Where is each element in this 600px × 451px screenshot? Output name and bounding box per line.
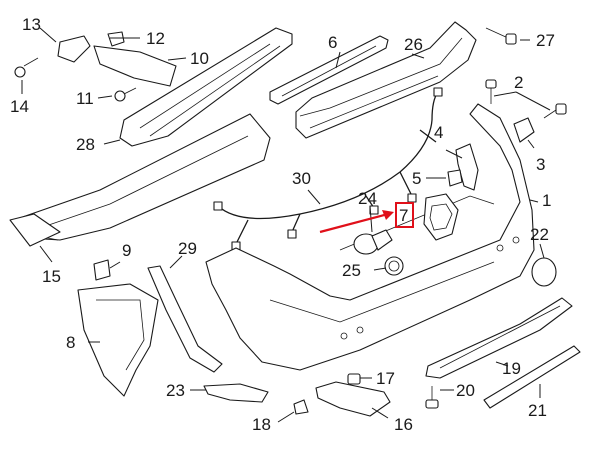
callout-15: 15 (42, 267, 61, 286)
callout-19: 19 (502, 359, 521, 378)
part-18-clip (293, 399, 309, 415)
callout-23: 23 (166, 381, 185, 400)
callout-14: 14 (10, 97, 29, 116)
callout-11: 11 (76, 89, 94, 108)
part-6-bracket-strip (269, 35, 389, 105)
part-1-bumper-cover (205, 103, 535, 371)
callout-22: 22 (530, 225, 549, 244)
part-7-sensor-bezel (423, 193, 459, 241)
part-9-clip (93, 259, 111, 281)
part-8-side-bracket (77, 283, 159, 397)
callout-4: 4 (434, 123, 443, 142)
callout-28: 28 (76, 135, 95, 154)
callout-30: 30 (292, 169, 311, 188)
part-23-reflector (203, 383, 269, 403)
callout-7: 7 (399, 206, 408, 225)
callout-8: 8 (66, 333, 75, 352)
part-26-upper-reinforcement (295, 21, 477, 139)
callout-16: 16 (394, 415, 413, 434)
callout-10: 10 (190, 49, 209, 68)
part-14-screw (14, 57, 39, 78)
callout-29: 29 (178, 239, 197, 258)
part-12-nut (107, 31, 125, 47)
callout-18: 18 (252, 415, 271, 434)
part-24-parking-sensor (353, 229, 393, 255)
callout-labels: 13 12 10 14 11 28 6 26 27 2 3 4 5 1 30 2… (10, 15, 555, 434)
callout-24: 24 (358, 189, 377, 208)
callout-20: 20 (456, 381, 475, 400)
callout-25: 25 (342, 261, 361, 280)
part-21-chrome-strip (483, 345, 581, 409)
callout-3: 3 (536, 155, 545, 174)
callout-27: 27 (536, 31, 555, 50)
highlight-arrow (319, 210, 394, 234)
callout-2: 2 (514, 73, 523, 92)
part-22-tow-cap (531, 257, 557, 287)
callout-6: 6 (328, 33, 337, 52)
callout-13: 13 (22, 15, 41, 34)
callout-5: 5 (412, 169, 421, 188)
part-4-side-bracket (455, 143, 479, 191)
part-13-clip (57, 35, 91, 63)
part-2-screws (485, 79, 567, 119)
highlight-box-part-7 (395, 202, 414, 228)
callout-17: 17 (376, 369, 395, 388)
callout-1: 1 (542, 191, 551, 210)
part-3-clip (513, 117, 535, 143)
part-19-lower-trim (425, 297, 573, 379)
part-29-side-trim (147, 265, 223, 373)
part-17-screw (347, 373, 361, 385)
part-15-valance (9, 213, 61, 247)
part-20-bolt (425, 386, 439, 409)
part-5-clip (447, 169, 463, 187)
part-25-sensor-ring (384, 256, 404, 276)
leader-lines (21, 27, 551, 423)
part-27-bolt (485, 27, 517, 45)
callout-26: 26 (404, 35, 423, 54)
callout-21: 21 (528, 401, 547, 420)
part-11-screw (114, 87, 137, 102)
callout-9: 9 (122, 241, 131, 260)
part-10-upper-trim (119, 27, 293, 147)
part-16-lower-bracket (315, 381, 391, 417)
part-30-wiring-harness (213, 87, 443, 251)
callout-12: 12 (146, 29, 165, 48)
part-10-bracket (93, 45, 177, 87)
